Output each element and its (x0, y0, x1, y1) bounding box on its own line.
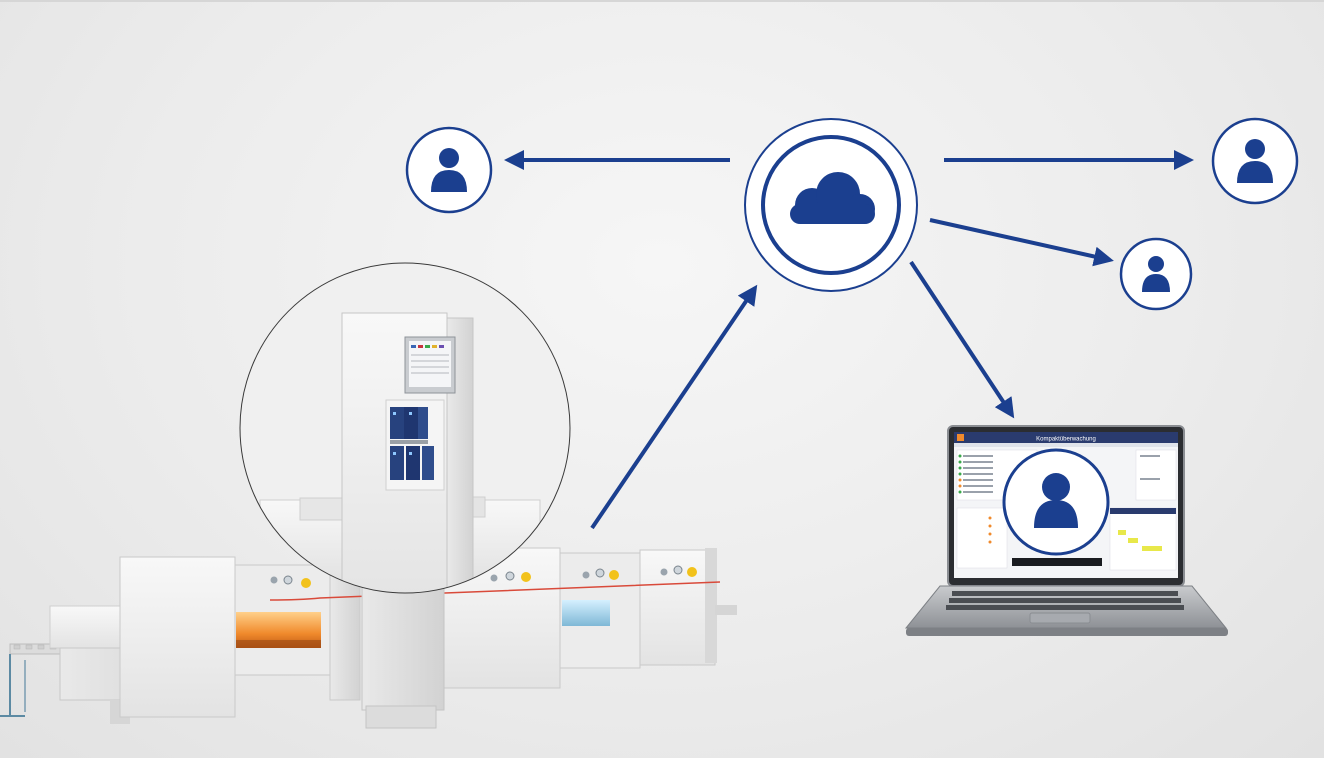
person-icon (431, 148, 467, 192)
laptop-screen: Kompaktüberwachung (954, 432, 1178, 578)
industrial-machine (0, 547, 737, 729)
user-node-top-right (1211, 117, 1299, 205)
temperature-sensors (270, 565, 697, 588)
timeline-bar (1012, 558, 1102, 566)
user-node-left (405, 126, 493, 214)
user-node-middle-right (1119, 237, 1193, 311)
arrow-cloud-to-user-middle-right (929, 218, 1114, 267)
calendar-view (1109, 507, 1177, 571)
cloud-icon (790, 172, 875, 224)
zoom-detail-circle (239, 262, 571, 594)
person-icon (1142, 256, 1170, 292)
laptop-keyboard (946, 591, 1184, 610)
sensor-wiring (269, 581, 721, 601)
connection-arrows (504, 150, 1194, 530)
user-node-laptop (1002, 448, 1110, 556)
person-icon (1237, 139, 1273, 183)
dashboard-header (954, 432, 1178, 443)
top-border (0, 0, 1324, 2)
cloud-hub (744, 118, 918, 292)
arrow-cloud-to-laptop (909, 260, 1015, 419)
laptop: Kompaktüberwachung (904, 425, 1228, 636)
hmi-display (404, 336, 456, 394)
io-modules (385, 399, 445, 491)
cooling-window (562, 600, 610, 626)
side-panel (1135, 449, 1177, 501)
person-icon (1034, 473, 1078, 528)
laptop-touchpad (1029, 612, 1091, 624)
alarm-table (956, 507, 1008, 569)
arrow-machine-to-cloud (590, 284, 758, 530)
control-cabinet (341, 312, 474, 593)
app-title: Kompaktüberwachung (1036, 437, 1096, 443)
app-logo-icon (957, 434, 964, 441)
